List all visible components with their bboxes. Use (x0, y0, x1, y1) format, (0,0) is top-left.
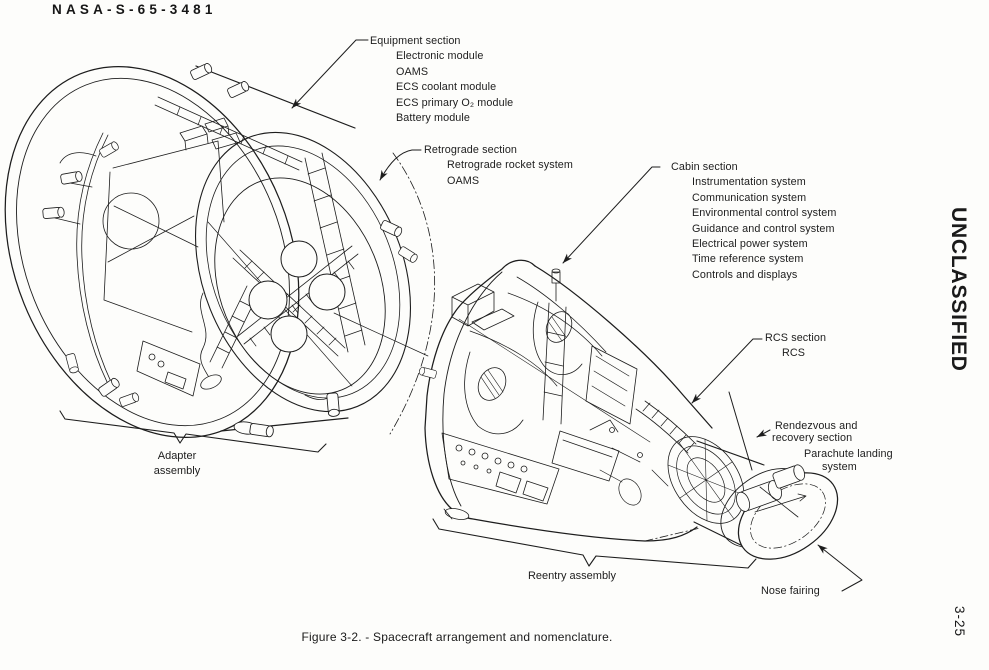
cabin-item: Controls and displays (692, 268, 798, 281)
equipment-item: OAMS (396, 65, 429, 78)
rendezvous-section-title-line1: Rendezvous and (775, 420, 858, 432)
page-number: 3-25 (952, 606, 967, 638)
retrograde-section-title: Retrograde section (424, 144, 518, 156)
retrograde-section-label: Retrograde section Retrograde rocket sys… (424, 143, 573, 189)
nose-fairing-leader-line (817, 544, 863, 592)
adapter-assembly-brace (59, 410, 327, 453)
rendezvous-section-title-line2: recovery section (772, 432, 853, 444)
rcs-section-title: RCS section (765, 332, 827, 344)
rcs-section-label: RCS section RCS (765, 331, 826, 362)
braces (59, 410, 757, 569)
cabin-section-title: Cabin section (671, 161, 738, 173)
cabin-item: Instrumentation system (692, 176, 806, 189)
equipment-item: Battery module (396, 112, 471, 125)
figure-caption: Figure 3-2. - Spacecraft arrangement and… (301, 630, 613, 644)
equipment-section-label: Equipment section Electronic module OAMS… (370, 34, 513, 126)
cabin-item: Electrical power system (692, 238, 808, 251)
reentry-assembly-brace (432, 518, 757, 569)
rendezvous-leader-line (756, 429, 771, 438)
rcs-item: RCS (782, 347, 806, 360)
reentry-assembly-drawing (418, 259, 839, 560)
equipment-item: ECS primary O₂ module (396, 96, 514, 109)
cabin-section-label: Cabin section Instrumentation system Com… (671, 160, 836, 283)
retrograde-leader-line (379, 149, 422, 181)
document-id: NASA-S-65-3481 (52, 2, 217, 17)
equipment-leader-line (291, 39, 369, 109)
parachute-landing-label-line2: system (822, 461, 857, 473)
parachute-landing-label-line1: Parachute landing (804, 448, 893, 460)
retrograde-item: Retrograde rocket system (447, 159, 574, 172)
cabin-item: Communication system (692, 191, 807, 204)
rcs-leader-line (691, 338, 763, 404)
cabin-leader-line (562, 166, 661, 264)
equipment-item: ECS coolant module (396, 81, 497, 94)
cabin-item: Guidance and control system (692, 222, 835, 235)
cabin-item: Environmental control system (692, 207, 837, 220)
cabin-item: Time reference system (692, 253, 804, 266)
equipment-section-title: Equipment section (370, 35, 461, 47)
adapter-assembly-label: Adapter assembly (153, 450, 201, 477)
classification-banner: UNCLASSIFIED (947, 207, 970, 372)
equipment-item: Electronic module (396, 50, 484, 63)
leader-lines (291, 39, 863, 592)
adapter-assembly-drawing (4, 61, 436, 438)
reentry-assembly-label: Reentry assembly (527, 570, 617, 582)
retrograde-item: OAMS (447, 174, 480, 187)
nose-fairing-label: Nose fairing (761, 585, 820, 597)
